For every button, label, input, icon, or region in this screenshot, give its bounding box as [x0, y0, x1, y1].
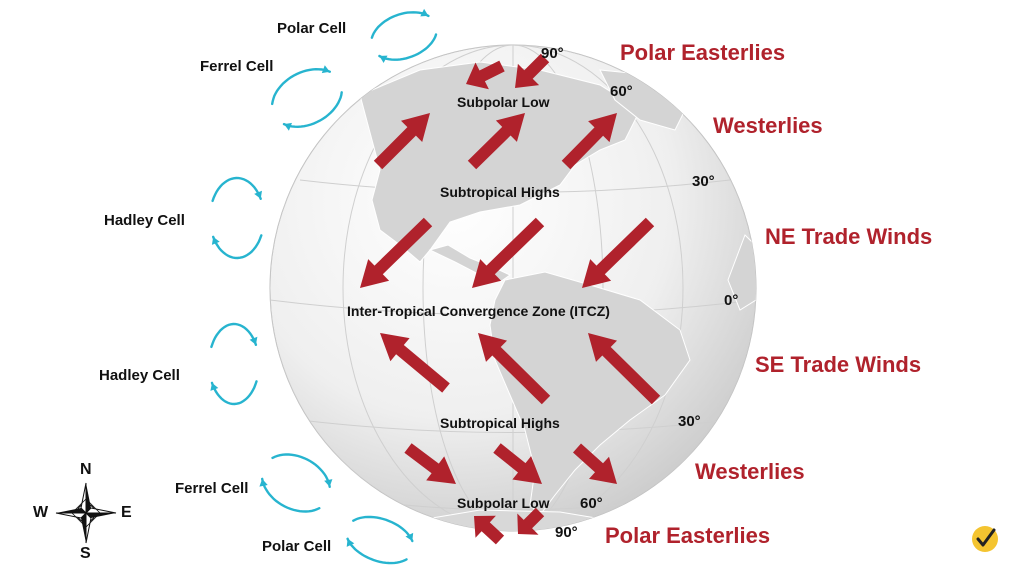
ne-trade-arrow — [472, 217, 545, 288]
polar-cell-south-loop — [346, 515, 414, 565]
hadley-cell-north-loop — [211, 176, 263, 260]
compass-west-label: W — [33, 504, 49, 521]
polar-easterlies-south-label: Polar Easterlies — [605, 523, 771, 548]
hadley-cell-south-label: Hadley Cell — [99, 367, 180, 384]
westerly-arrow-south — [493, 443, 542, 484]
globe-landmasses — [270, 45, 756, 531]
subtropical-highs-north-label: Subtropical Highs — [440, 184, 560, 200]
latitude-30-south-label: 30° — [678, 413, 701, 430]
polar-cell-south-label: Polar Cell — [262, 538, 332, 555]
compass-east-label: E — [121, 504, 132, 521]
se-trade-winds-label: SE Trade Winds — [755, 352, 922, 377]
ne-trade-winds-label: NE Trade Winds — [765, 224, 933, 249]
circulation-loops — [210, 8, 438, 565]
itcz-label: Inter-Tropical Convergence Zone (ITCZ) — [347, 303, 610, 319]
latitude-0-label: 0° — [724, 292, 739, 309]
polar-easterly-arrow-south — [517, 507, 545, 535]
compass-north-label: N — [80, 461, 92, 478]
polar-easterly-arrow-north — [515, 53, 550, 88]
wind-arrows — [360, 53, 661, 545]
westerly-arrow-north — [373, 113, 430, 170]
hadley-cell-north-label: Hadley Cell — [104, 212, 185, 229]
westerly-arrow-north — [467, 113, 525, 170]
hadley-cell-south-loop — [210, 322, 258, 406]
south-america-landmass — [489, 271, 691, 516]
polar-cell-north-label: Polar Cell — [277, 20, 347, 37]
polar-easterly-arrow-south — [474, 515, 505, 545]
compass-south-label: S — [80, 545, 91, 562]
polar-easterly-arrow-north — [466, 60, 505, 90]
globe — [269, 44, 757, 532]
north-america-landmass — [359, 61, 641, 263]
latitude-30-north-label: 30° — [692, 173, 715, 190]
se-trade-arrow — [478, 333, 551, 405]
westerlies-south-label: Westerlies — [695, 459, 805, 484]
latitude-60-north-label: 60° — [610, 83, 633, 100]
africa-landmass — [727, 234, 756, 311]
polar-easterlies-north-label: Polar Easterlies — [620, 40, 786, 65]
westerly-arrow-south — [573, 443, 617, 484]
westerly-arrow-north — [561, 113, 617, 170]
polar-cell-north-loop — [370, 8, 438, 63]
westerlies-north-label: Westerlies — [713, 113, 823, 138]
latitude-90-north-label: 90° — [541, 45, 564, 62]
latitude-90-south-label: 90° — [555, 524, 578, 541]
ne-trade-arrow — [582, 217, 655, 288]
ferrel-cell-north-label: Ferrel Cell — [200, 58, 274, 75]
checkmark-badge-icon — [972, 526, 998, 552]
ne-trade-arrow — [360, 217, 433, 288]
subpolar-low-south-label: Subpolar Low — [457, 495, 550, 511]
latitude-60-south-label: 60° — [580, 495, 603, 512]
ferrel-cell-north-loop — [271, 65, 343, 131]
se-trade-arrow — [380, 333, 450, 393]
westerly-arrow-south — [404, 443, 456, 484]
se-trade-arrow — [588, 333, 661, 405]
ferrel-cell-south-label: Ferrel Cell — [175, 480, 249, 497]
ferrel-cell-south-loop — [259, 453, 333, 513]
subpolar-low-north-label: Subpolar Low — [457, 94, 550, 110]
compass-rose-icon — [55, 482, 117, 544]
subtropical-highs-south-label: Subtropical Highs — [440, 415, 560, 431]
